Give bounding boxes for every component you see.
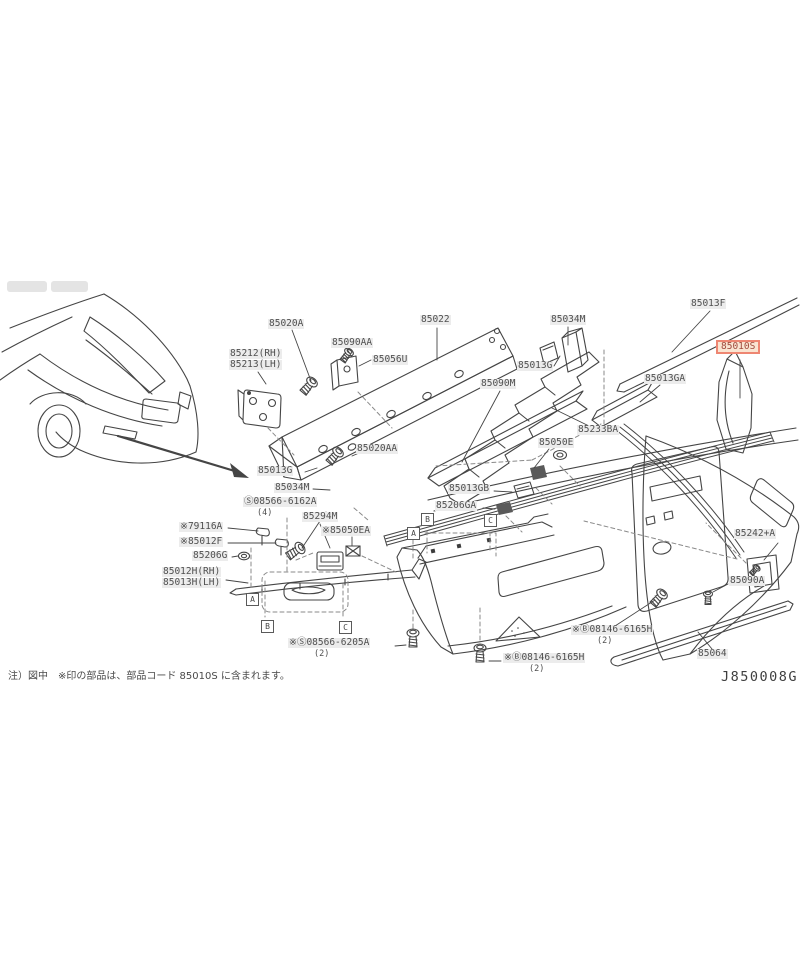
clip-85012f xyxy=(275,539,288,555)
part-label-85213lh[interactable]: 85213(LH) xyxy=(229,359,283,370)
bracket-85056u xyxy=(331,356,358,390)
clip-85050e-lower xyxy=(530,465,547,480)
placeholder-chip-2[interactable] xyxy=(51,281,88,292)
part-label-85013g[interactable]: 85013G xyxy=(517,360,554,371)
part-label-85294m[interactable]: 85294M xyxy=(302,511,339,522)
part-label-081466165h[interactable]: ※Ⓑ08146-6165H xyxy=(571,624,654,635)
part-label-85012hrh[interactable]: 85012H(RH) xyxy=(162,566,222,577)
bracket-85034m-top xyxy=(562,328,588,372)
screw-08566-6205a xyxy=(406,628,420,648)
upper-retainer-rail xyxy=(418,522,554,564)
part-label-85206g[interactable]: 85206G xyxy=(192,550,229,561)
bumper-top-edge xyxy=(428,428,798,511)
part-label-85034m[interactable]: 85034M xyxy=(550,314,587,325)
bracket-85212 xyxy=(238,390,281,428)
diagram-code: J850008G xyxy=(721,669,799,685)
grommet-85050e xyxy=(552,449,568,461)
section-box-a: A xyxy=(246,593,259,606)
part-label-85090a[interactable]: 85090A xyxy=(729,575,766,586)
part-label-85013g[interactable]: 85013G xyxy=(257,465,294,476)
bumper-lower-corner xyxy=(397,514,626,654)
pointer-arrow xyxy=(118,436,249,478)
screw-85020a xyxy=(297,374,320,398)
part-label-85013f[interactable]: 85013F xyxy=(690,298,727,309)
bolt-85090a xyxy=(703,590,713,605)
rear-bumper-fascia xyxy=(643,351,799,660)
part-label-081466165h[interactable]: ※Ⓑ08146-6165H xyxy=(503,652,586,663)
section-box-c: C xyxy=(339,621,352,634)
part-label-85013ga[interactable]: 85013GA xyxy=(644,373,687,384)
screw-08566-6162a xyxy=(283,539,308,563)
part-label-85056u[interactable]: 85056U xyxy=(372,354,409,365)
part-label-79116a[interactable]: ※79116A xyxy=(179,521,224,532)
strip-85013ga xyxy=(592,381,657,427)
part-label-85013gb[interactable]: 85013GB xyxy=(448,483,491,494)
car-rear-illustration xyxy=(0,294,198,463)
energy-absorber-85090m xyxy=(444,352,599,505)
screw-08146-6165h-left xyxy=(473,643,487,663)
part-label-85034m[interactable]: 85034M xyxy=(274,482,311,493)
strip-85233ba xyxy=(428,391,587,486)
section-box-b: B xyxy=(421,513,434,526)
part-label-85090m[interactable]: 85090M xyxy=(480,378,517,389)
part-label-85233ba[interactable]: 85233BA xyxy=(577,424,620,435)
part-label-85242a[interactable]: 85242+A xyxy=(734,528,777,539)
protector-strip-85064 xyxy=(611,601,793,666)
grommet-85206g xyxy=(238,551,250,561)
part-qty-2[interactable]: (2) xyxy=(597,636,613,646)
clip-85206ga xyxy=(496,502,513,515)
part-label-85090aa[interactable]: 85090AA xyxy=(331,337,374,348)
footnote-text: 注）図中 ※印の部品は、部品コード 85010S に含まれます。 xyxy=(8,671,290,682)
part-label-85020aa[interactable]: 85020AA xyxy=(356,443,399,454)
part-label-85050ea[interactable]: ※85050EA xyxy=(321,525,371,536)
section-box-b: B xyxy=(261,620,274,633)
part-label-085666162a[interactable]: Ⓢ08566-6162A xyxy=(243,496,318,507)
part-label-85022[interactable]: 85022 xyxy=(420,314,451,325)
part-label-85013hlh[interactable]: 85013H(LH) xyxy=(162,577,222,588)
part-label-85212rh[interactable]: 85212(RH) xyxy=(229,348,283,359)
part-label-85064[interactable]: 85064 xyxy=(697,648,728,659)
lower-stay-85012h xyxy=(230,559,426,600)
part-85294m xyxy=(317,552,343,570)
license-panel xyxy=(632,447,729,612)
clip-79116a xyxy=(256,528,269,545)
part-qty-4[interactable]: (4) xyxy=(257,508,273,518)
part-qty-2[interactable]: (2) xyxy=(314,649,330,659)
bumper-reinforcement-85022 xyxy=(269,328,517,480)
section-box-a: A xyxy=(407,527,420,540)
clip-85050ea xyxy=(346,546,360,556)
part-label-85206ga[interactable]: 85206GA xyxy=(435,500,478,511)
part-qty-2[interactable]: (2) xyxy=(529,664,545,674)
clip-85013gb xyxy=(514,482,534,498)
clip-85013g-top xyxy=(540,342,558,364)
part-label-85020a[interactable]: 85020A xyxy=(268,318,305,329)
part-label-85050e[interactable]: 85050E xyxy=(538,437,575,448)
placeholder-chip-1[interactable] xyxy=(7,281,47,292)
part-label-85010s-highlighted[interactable]: 85010S xyxy=(716,340,761,354)
section-box-c: C xyxy=(484,514,497,527)
part-label-85012f[interactable]: ※85012F xyxy=(179,536,224,547)
part-label-085666205a[interactable]: ※Ⓢ08566-6205A xyxy=(288,637,371,648)
